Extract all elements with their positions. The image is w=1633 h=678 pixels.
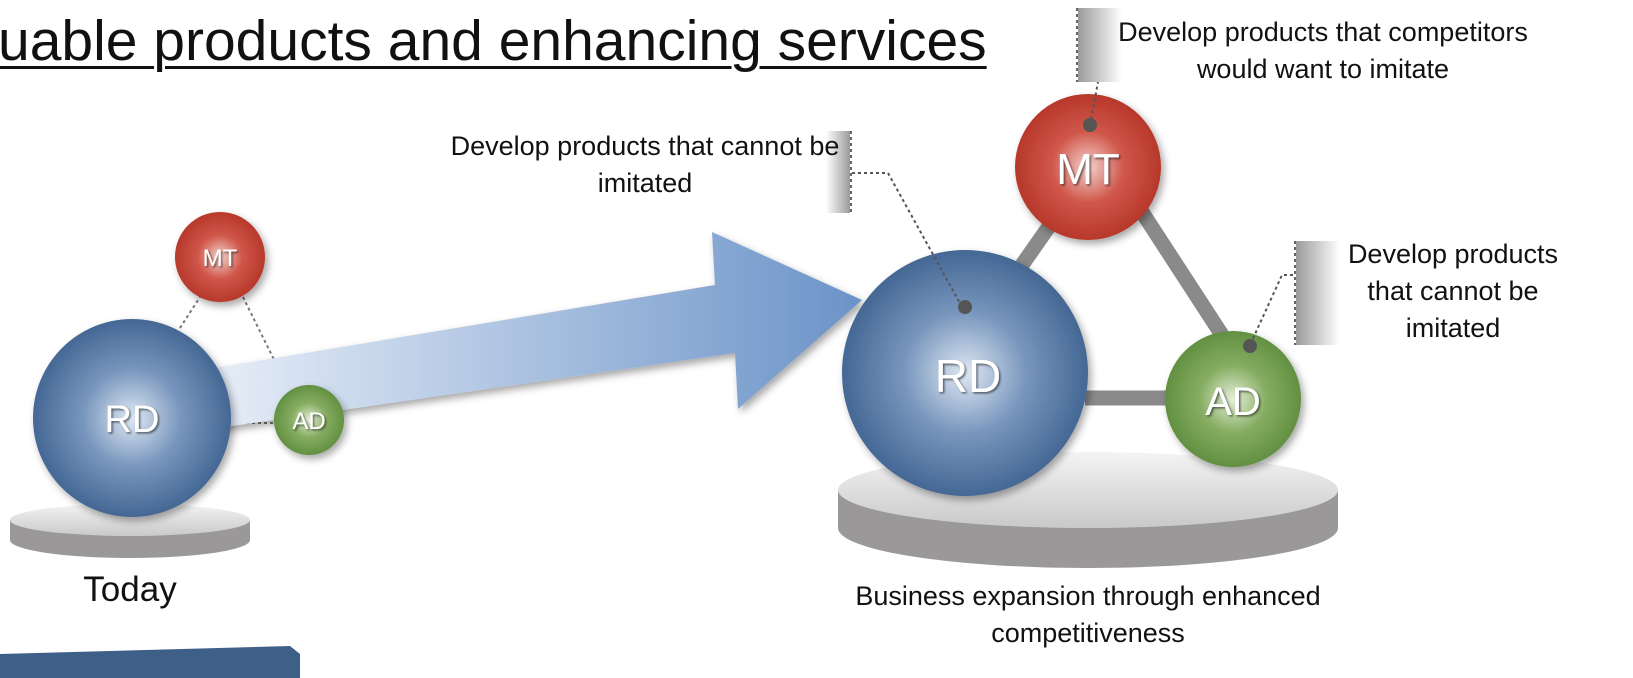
callout-bars <box>826 8 1340 345</box>
callout-ad: Develop products that cannot be imitated <box>1347 239 1559 343</box>
footer-bar <box>0 646 300 678</box>
arrow <box>215 232 862 428</box>
today-rd-label: RD <box>105 399 160 441</box>
ad-marker-dot <box>1243 339 1257 353</box>
future-node-ad: AD <box>1165 331 1301 467</box>
today-node-ad: AD <box>274 385 344 455</box>
future-mt-label: MT <box>1056 145 1120 194</box>
mt-marker-dot <box>1083 118 1097 132</box>
rd-marker-dot <box>958 300 972 314</box>
today-platform <box>10 504 250 558</box>
today-node-mt: MT <box>175 212 265 302</box>
callout-leaders <box>852 81 1293 346</box>
callout-mt: Develop products that competitors would … <box>1118 17 1528 84</box>
slide-title: uable products and enhancing services <box>0 9 987 73</box>
future-caption: Business expansion through enhanced comp… <box>855 581 1321 648</box>
today-label: Today <box>83 570 177 609</box>
future-ad-label: AD <box>1205 380 1261 424</box>
future-node-mt: MT <box>1015 94 1161 240</box>
today-node-rd: RD <box>33 319 231 517</box>
future-node-rd: RD <box>842 250 1088 496</box>
future-rd-label: RD <box>935 350 1001 402</box>
callout-rd: Develop products that cannot be imitated <box>450 131 840 198</box>
future-links <box>1015 207 1229 406</box>
today-ad-label: AD <box>292 408 325 435</box>
today-mt-label: MT <box>203 245 238 272</box>
